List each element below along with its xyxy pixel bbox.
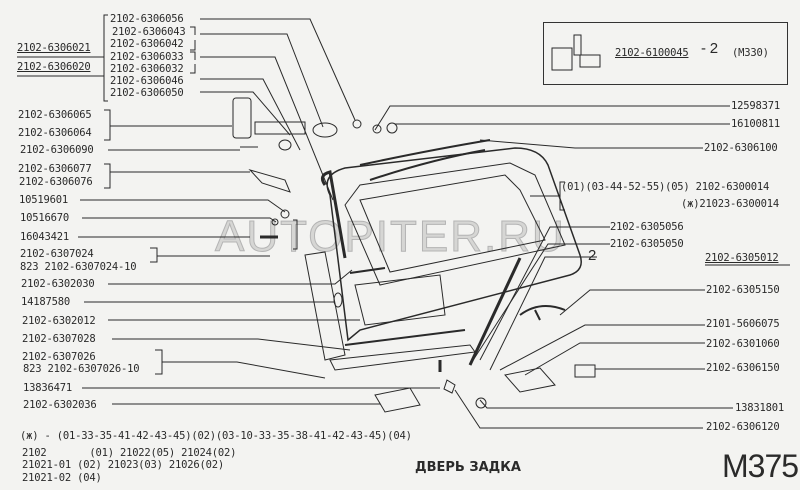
- part-label[interactable]: 2102-6306043: [112, 26, 186, 38]
- quantity-label: 2: [588, 247, 597, 264]
- lock: [519, 305, 566, 321]
- part-label[interactable]: 2102-6306042: [110, 38, 184, 50]
- kit-quantity: - 2: [701, 40, 718, 57]
- part-label[interactable]: 2102-6306077: [18, 163, 92, 175]
- part-label[interactable]: 2102-6306032: [110, 63, 184, 75]
- footnote-row: 21021-01 (02) 21023(03) 21026(02): [22, 459, 225, 471]
- torsion-bar: [369, 149, 486, 181]
- page-title: ДВЕРЬ ЗАДКА: [415, 460, 521, 475]
- part-label[interactable]: 2102-6306064: [18, 127, 92, 139]
- part-label[interactable]: 2102-6301060: [706, 338, 780, 350]
- part-label[interactable]: 2102-6302030: [21, 278, 95, 290]
- part-label[interactable]: 2102-6306046: [110, 75, 184, 87]
- assembly-label[interactable]: 2102-6305012: [705, 252, 779, 264]
- part-label[interactable]: (ж)21023-6300014: [681, 198, 779, 210]
- part-label[interactable]: (01)(03-44-52-55)(05) 2102-6300014: [561, 181, 770, 193]
- striker-plate: [374, 387, 421, 413]
- footnote-applicability: (ж) - (01-33-35-41-42-43-45)(02)(03-10-3…: [20, 430, 412, 442]
- bottom-seal: [329, 344, 476, 371]
- part-label[interactable]: 12598371: [731, 100, 780, 112]
- gas-strut: [468, 257, 522, 366]
- tailgate-panel: [326, 147, 582, 342]
- page-code: M375: [722, 448, 799, 484]
- part-label[interactable]: 10516670: [20, 212, 69, 224]
- part-label[interactable]: 2102-6306050: [110, 87, 184, 99]
- part-label[interactable]: 2102-6306090: [20, 144, 94, 156]
- part-label[interactable]: 2102-6306033: [110, 51, 184, 63]
- footnote-row: 21021-02 (04): [22, 472, 102, 484]
- part-label[interactable]: 2102-6305050: [610, 238, 684, 250]
- rear-window-frame: [344, 162, 566, 286]
- hinge-plate: [232, 97, 252, 139]
- part-label[interactable]: 2102-6305056: [610, 221, 684, 233]
- part-label[interactable]: 2102-6302036: [23, 399, 97, 411]
- cover: [248, 169, 291, 193]
- kit-box: 2102-6100045 - 2 (M330): [543, 22, 788, 85]
- part-label[interactable]: 14187580: [21, 296, 70, 308]
- bracket-hinge-group: [103, 14, 108, 102]
- kit-part-number[interactable]: 2102-6100045: [615, 47, 689, 59]
- latch: [504, 367, 556, 393]
- part-label[interactable]: 2102-6306056: [110, 13, 184, 25]
- side-seal: [304, 251, 346, 361]
- part-label[interactable]: 2102-6302012: [22, 315, 96, 327]
- part-label[interactable]: 2102-6306120: [706, 421, 780, 433]
- part-label[interactable]: 823 2102-6307024-10: [20, 261, 137, 273]
- kit-icon: [551, 47, 573, 71]
- license-plate-recess: [354, 274, 446, 326]
- kit-reference[interactable]: (M330): [732, 47, 769, 59]
- bracket-hinge-plate: [104, 109, 111, 141]
- part-label[interactable]: 2102-6307028: [22, 333, 96, 345]
- part-label[interactable]: 2102-6307026: [22, 351, 96, 363]
- part-label[interactable]: 16100811: [731, 118, 780, 130]
- part-label[interactable]: 16043421: [20, 231, 69, 243]
- part-label[interactable]: 2101-5606075: [706, 318, 780, 330]
- part-label[interactable]: 2102-6306100: [704, 142, 778, 154]
- footnote-row: 2102 (01) 21022(05) 21024(02): [22, 447, 237, 459]
- assembly-label[interactable]: 2102-6306020: [17, 61, 91, 73]
- part-label[interactable]: 2102-6306065: [18, 109, 92, 121]
- part-label[interactable]: 10519601: [19, 194, 68, 206]
- part-label[interactable]: 13831801: [735, 402, 784, 414]
- part-label[interactable]: 823 2102-6307026-10: [23, 363, 140, 375]
- part-label[interactable]: 2102-6306076: [19, 176, 93, 188]
- part-label[interactable]: 2102-6307024: [20, 248, 94, 260]
- part-label[interactable]: 2102-6305150: [706, 284, 780, 296]
- assembly-label[interactable]: 2102-6306021: [17, 42, 91, 54]
- part-label[interactable]: 13836471: [23, 382, 72, 394]
- part-label[interactable]: 2102-6306150: [706, 362, 780, 374]
